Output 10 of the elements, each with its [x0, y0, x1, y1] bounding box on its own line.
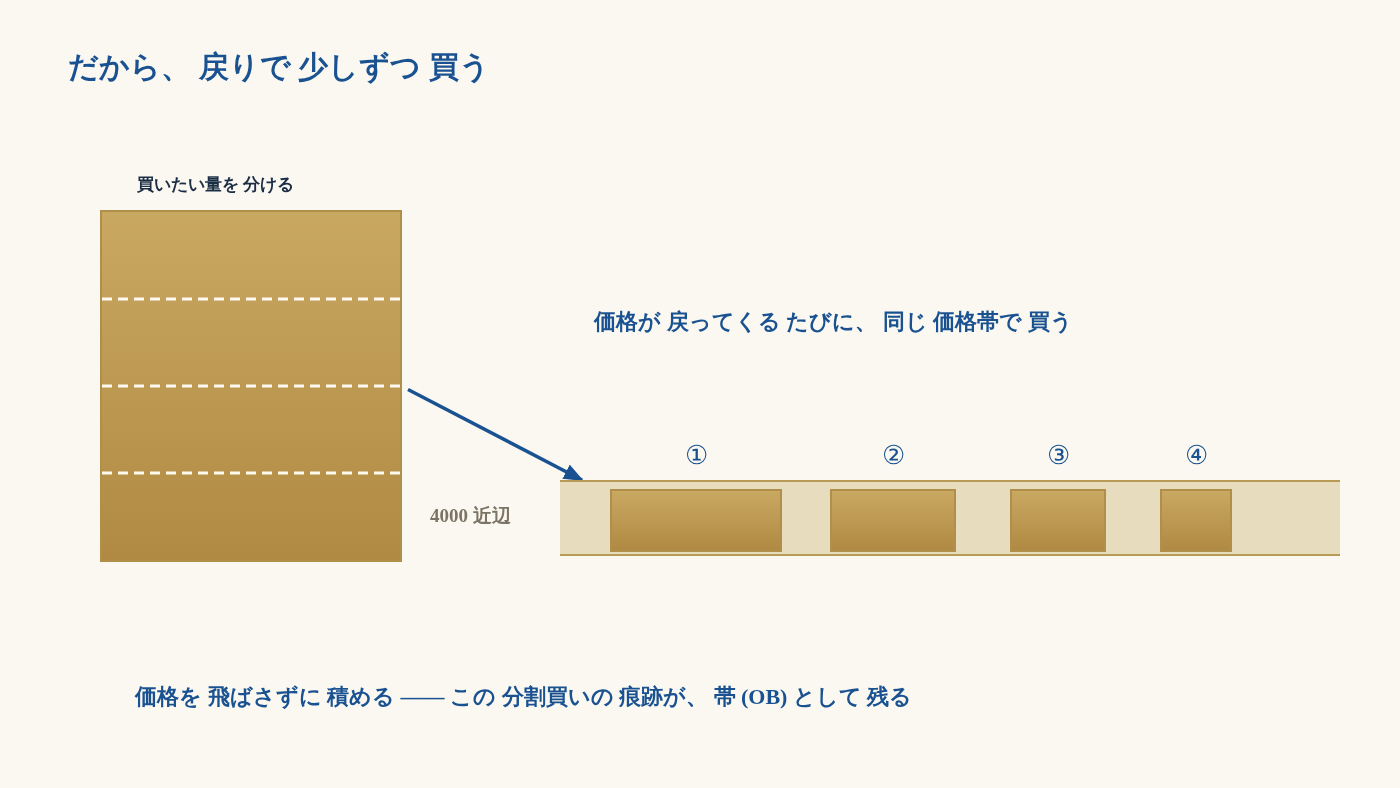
slide-title: だから、 戻りで 少しずつ 買う — [68, 49, 490, 86]
block-heading: 買いたい量を 分ける — [137, 174, 295, 196]
caption-text: 価格を 飛ばさずに 積める —— この 分割買いの 痕跡が、 帯 (OB) として 残る — [135, 683, 913, 711]
step-number: ③ — [1045, 440, 1071, 472]
step-number: ② — [880, 440, 906, 472]
step-number: ④ — [1183, 440, 1209, 472]
caption-text: 価格が 戻ってくる たびに、 同じ 価格帯で 買う — [594, 308, 1073, 336]
caption-text: 4000 近辺 — [430, 504, 511, 528]
arrow — [407, 387, 584, 482]
step-number: ① — [683, 440, 709, 472]
